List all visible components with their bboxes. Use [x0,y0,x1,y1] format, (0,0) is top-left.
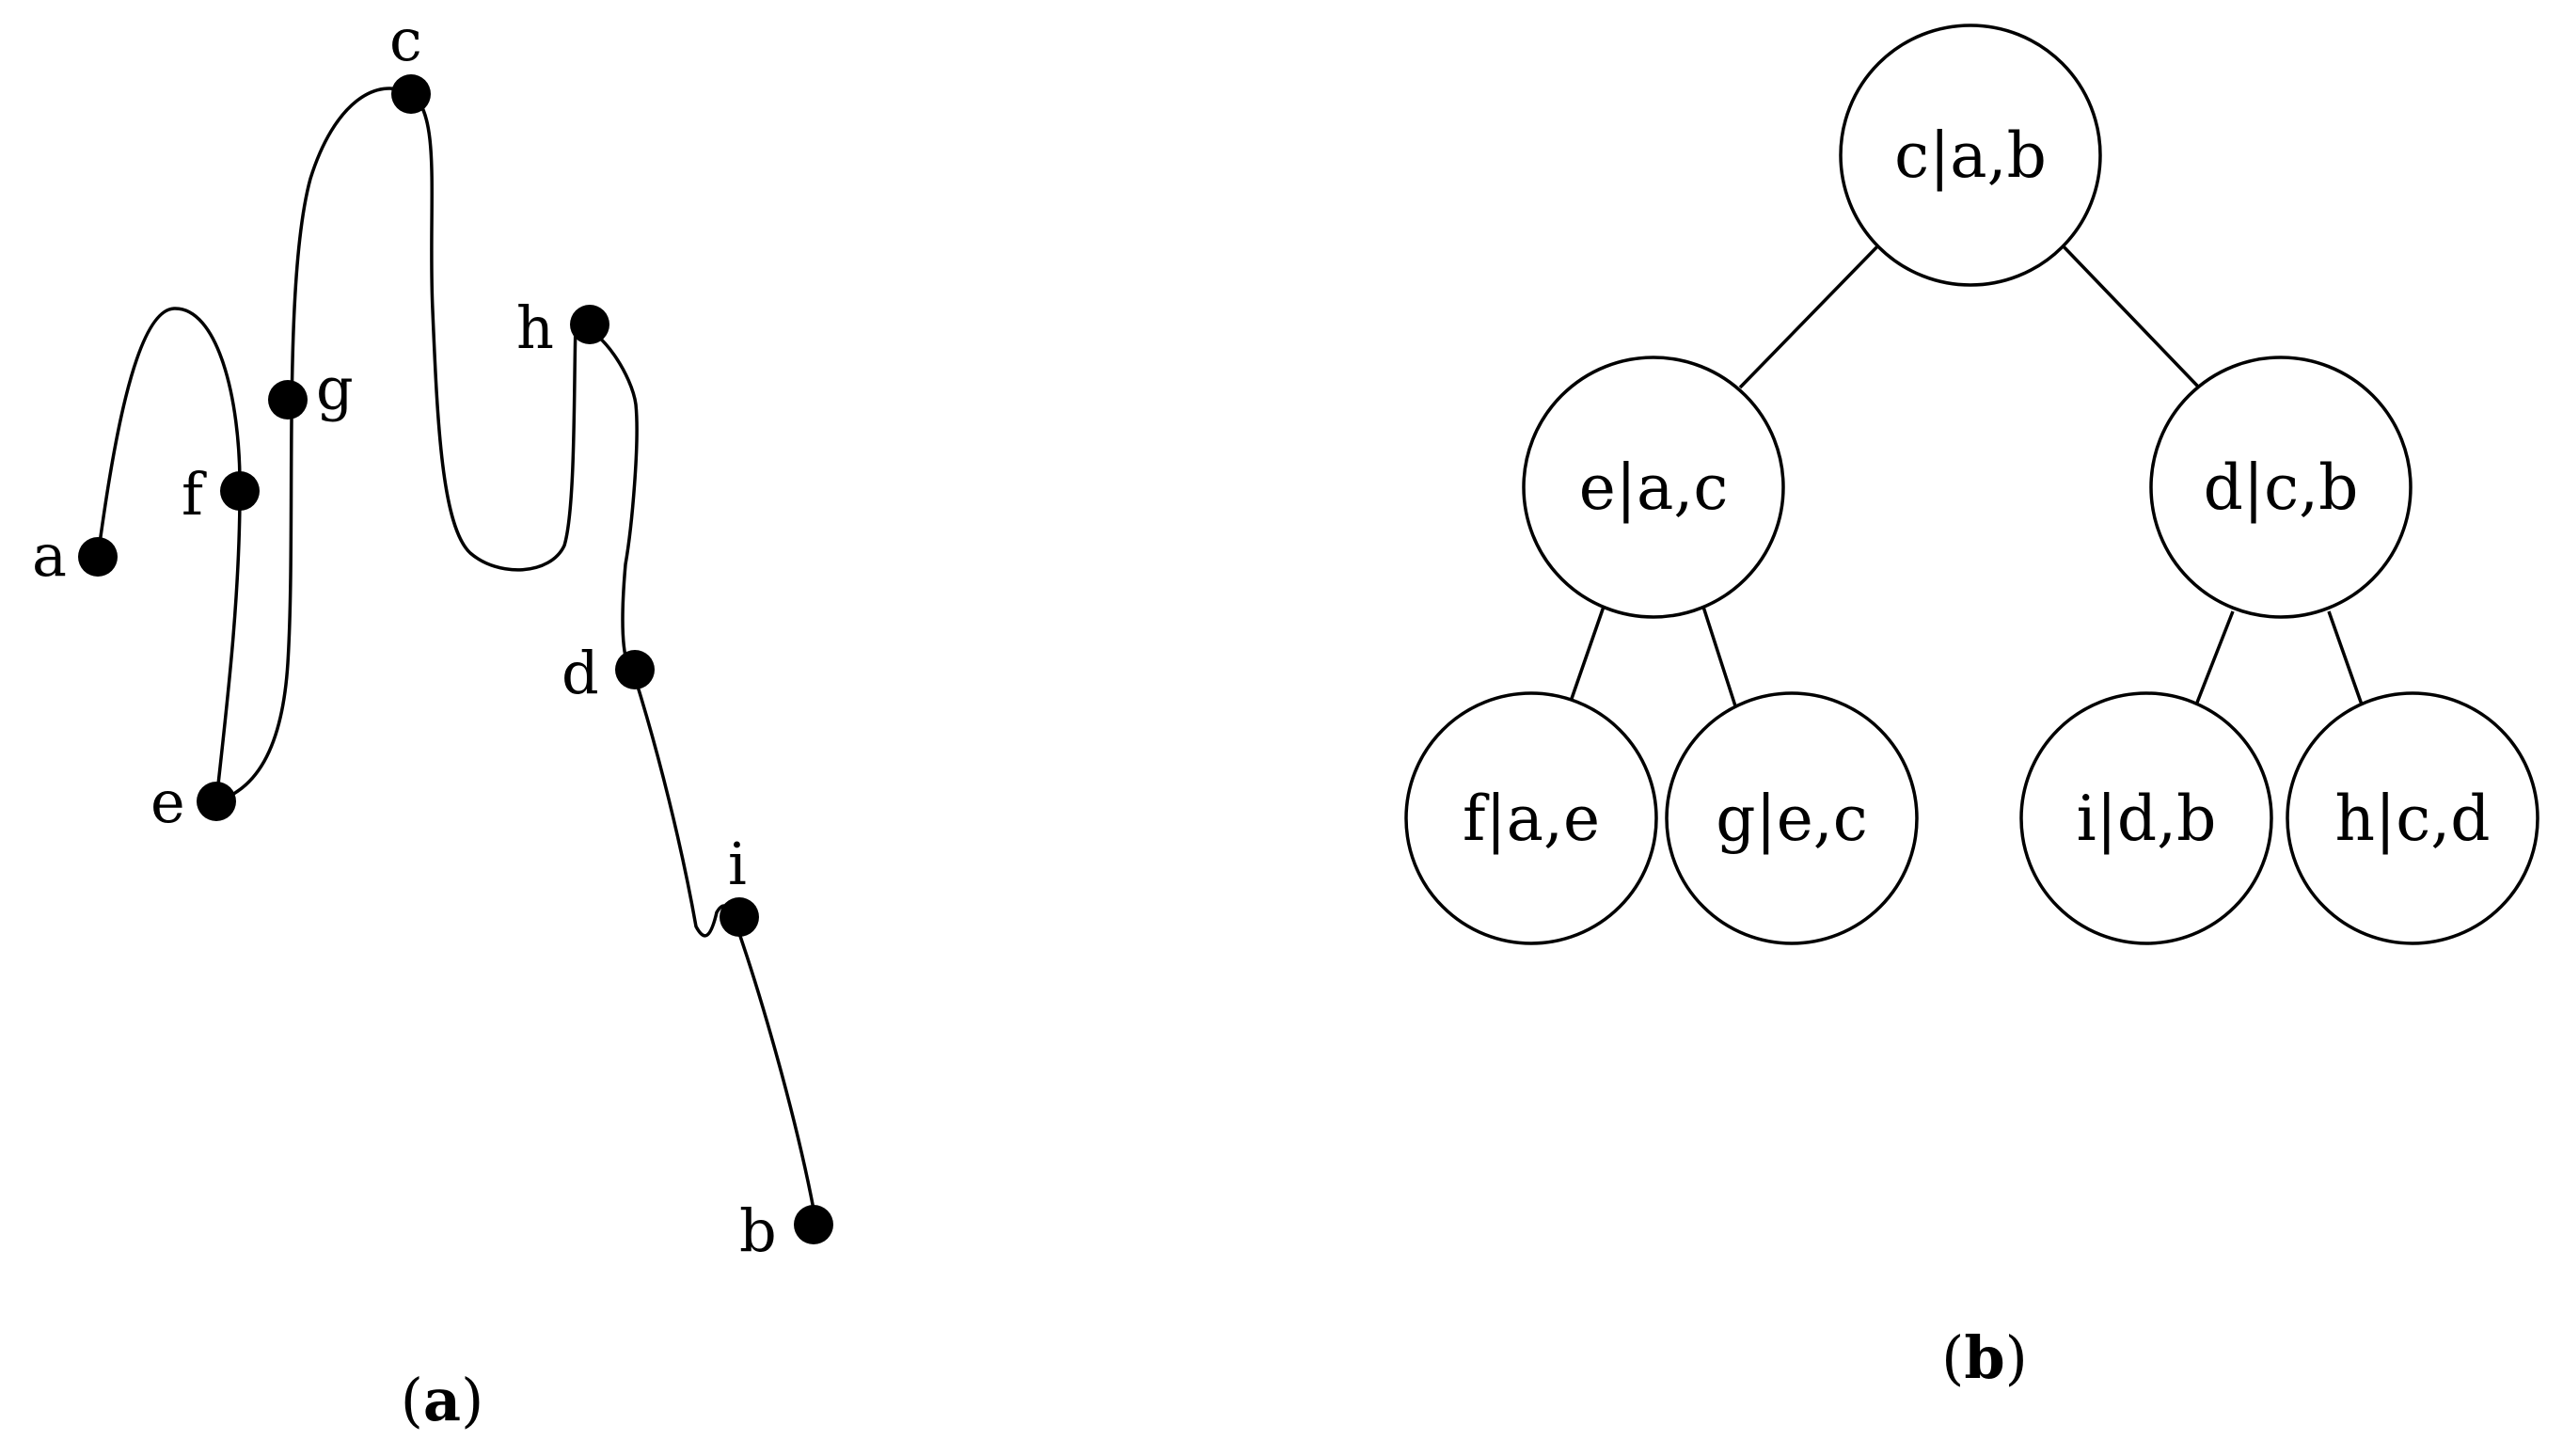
point-d-dot [615,650,655,689]
caption-a: (a) [401,1366,484,1434]
point-f: f [182,460,260,529]
point-c-dot [391,74,431,114]
point-e-dot [197,782,236,821]
point-d-label: d [562,639,599,707]
tree-node-right-circle [2149,356,2413,619]
point-e-label: e [150,768,185,836]
point-b: b [739,1196,833,1265]
tree-node-left-left-circle [1404,691,1658,945]
point-i-label: i [728,830,747,898]
tree-node-root: c|a,b [1839,24,2102,287]
edge-right-right-left [2193,610,2235,708]
tree-node-right-left-circle [2019,691,2273,945]
tree-edges [1564,241,2365,716]
tree-node-left-left-label: f|a,e [1463,783,1600,855]
tree-node-left-left: f|a,e [1404,691,1658,945]
panel-a: a f e g c h d i [32,6,833,1434]
point-c: c [389,6,431,114]
point-a: a [32,521,118,590]
tree-node-right-right: h|c,d [2286,691,2539,945]
tree-node-left-right-circle [1665,691,1919,945]
panel-b: c|a,b e|a,c d|c,b f|a,e g|e,c i|d,b h|c,… [1404,24,2539,1392]
point-a-dot [78,537,118,577]
edge-right-right-right [2327,610,2365,708]
point-h-dot [570,305,609,344]
tree-node-right: d|c,b [2149,356,2413,619]
tree-node-left-right: g|e,c [1665,691,1919,945]
point-h: h [516,293,609,362]
point-b-dot [794,1205,833,1244]
point-b-label: b [739,1196,777,1265]
point-i-dot [720,897,759,937]
edge-root-right [2058,241,2201,389]
edge-left-left-left [1564,603,1606,716]
tree-node-left: e|a,c [1522,356,1785,619]
point-f-dot [220,471,260,511]
point-g-label: g [316,355,354,423]
tree-node-right-left: i|d,b [2019,691,2273,945]
point-c-label: c [389,6,422,74]
point-f-label: f [182,460,207,529]
point-d: d [562,639,655,707]
tree-node-left-right-label: g|e,c [1716,783,1868,855]
tree-node-left-circle [1522,356,1785,619]
point-i: i [720,830,759,937]
caption-b: (b) [1941,1323,2028,1392]
tree-node-root-circle [1839,24,2102,287]
point-a-label: a [32,521,67,590]
polygonal-curve [96,87,818,1227]
tree-node-left-label: e|a,c [1579,451,1729,524]
tree-node-right-left-label: i|d,b [2077,783,2217,855]
point-g: g [268,355,354,423]
tree-node-right-right-label: h|c,d [2335,783,2491,855]
tree-node-right-right-circle [2286,691,2539,945]
tree-node-root-label: c|a,b [1894,119,2047,192]
point-h-label: h [516,293,554,362]
tree-node-right-label: d|c,b [2204,451,2359,524]
edge-left-left-right [1701,603,1740,716]
edge-root-left [1738,241,1883,389]
point-g-dot [268,380,308,419]
point-e: e [150,768,236,836]
